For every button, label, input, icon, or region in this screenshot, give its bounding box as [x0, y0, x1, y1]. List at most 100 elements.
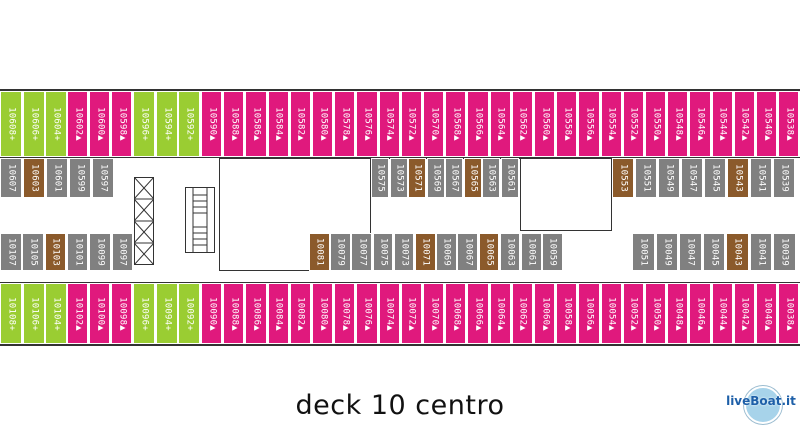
cabin-10088[interactable]: 10088▲	[223, 283, 245, 344]
cabin-10040[interactable]: 10040▲	[756, 283, 778, 344]
cabin-10576[interactable]: 10576▲	[356, 91, 378, 157]
cabin-10049[interactable]: 10049	[655, 233, 678, 271]
cabin-10604[interactable]: 10604+	[45, 91, 67, 157]
cabin-10072[interactable]: 10072▲	[400, 283, 422, 344]
cabin-10067[interactable]: 10067	[457, 233, 478, 271]
cabin-10094[interactable]: 10094+	[155, 283, 178, 344]
cabin-10063[interactable]: 10063	[499, 233, 521, 271]
cabin-10561[interactable]: 10561	[500, 158, 519, 198]
cabin-10594[interactable]: 10594+	[155, 91, 178, 157]
cabin-10564[interactable]: 10564▲	[489, 91, 511, 157]
cabin-10538[interactable]: 10538▲	[778, 91, 800, 157]
cabin-10084[interactable]: 10084▲	[267, 283, 289, 344]
cabin-10553[interactable]: 10553	[612, 158, 634, 198]
cabin-10569[interactable]: 10569	[426, 158, 445, 198]
cabin-10571[interactable]: 10571	[408, 158, 426, 198]
cabin-10099[interactable]: 10099	[89, 233, 111, 271]
cabin-10077[interactable]: 10077	[351, 233, 372, 271]
cabin-10064[interactable]: 10064▲	[489, 283, 511, 344]
cabin-10556[interactable]: 10556▲	[578, 91, 600, 157]
cabin-10045[interactable]: 10045	[702, 233, 725, 271]
cabin-10078[interactable]: 10078▲	[334, 283, 356, 344]
cabin-10588[interactable]: 10588▲	[223, 91, 245, 157]
cabin-10543[interactable]: 10543	[727, 158, 749, 198]
cabin-10105[interactable]: 10105	[22, 233, 44, 271]
cabin-10572[interactable]: 10572▲	[400, 91, 422, 157]
cabin-10100[interactable]: 10100▲	[89, 283, 111, 344]
cabin-10582[interactable]: 10582▲	[289, 91, 311, 157]
cabin-10586[interactable]: 10586▲	[245, 91, 267, 157]
cabin-10066[interactable]: 10066▲	[467, 283, 489, 344]
cabin-10547[interactable]: 10547	[681, 158, 703, 198]
cabin-10044[interactable]: 10044▲	[711, 283, 733, 344]
cabin-10070[interactable]: 10070▲	[423, 283, 445, 344]
cabin-10074[interactable]: 10074▲	[378, 283, 400, 344]
cabin-10096[interactable]: 10096+	[133, 283, 155, 344]
cabin-10549[interactable]: 10549	[658, 158, 680, 198]
cabin-10562[interactable]: 10562▲	[511, 91, 533, 157]
cabin-10601[interactable]: 10601	[46, 158, 68, 198]
cabin-10052[interactable]: 10052▲	[622, 283, 644, 344]
cabin-10596[interactable]: 10596+	[133, 91, 155, 157]
cabin-10603[interactable]: 10603	[23, 158, 45, 198]
cabin-10540[interactable]: 10540▲	[756, 91, 778, 157]
cabin-10058[interactable]: 10058▲	[556, 283, 578, 344]
cabin-10054[interactable]: 10054▲	[600, 283, 622, 344]
cabin-10558[interactable]: 10558▲	[556, 91, 578, 157]
cabin-10103[interactable]: 10103	[44, 233, 67, 271]
cabin-10061[interactable]: 10061	[521, 233, 542, 271]
cabin-10051[interactable]: 10051	[632, 233, 655, 271]
cabin-10062[interactable]: 10062▲	[511, 283, 533, 344]
cabin-10042[interactable]: 10042▲	[733, 283, 755, 344]
cabin-10539[interactable]: 10539	[773, 158, 795, 198]
cabin-10098[interactable]: 10098▲	[111, 283, 133, 344]
cabin-10565[interactable]: 10565	[463, 158, 482, 198]
cabin-10041[interactable]: 10041	[749, 233, 772, 271]
cabin-10090[interactable]: 10090▲	[201, 283, 223, 344]
cabin-10092[interactable]: 10092+	[178, 283, 200, 344]
cabin-10069[interactable]: 10069	[436, 233, 457, 271]
cabin-10552[interactable]: 10552▲	[622, 91, 644, 157]
cabin-10050[interactable]: 10050▲	[645, 283, 667, 344]
cabin-10602[interactable]: 10602▲	[67, 91, 89, 157]
cabin-10597[interactable]: 10597	[92, 158, 114, 198]
cabin-10608[interactable]: 10608+	[0, 91, 22, 157]
cabin-10573[interactable]: 10573	[389, 158, 408, 198]
cabin-10545[interactable]: 10545	[704, 158, 726, 198]
cabin-10568[interactable]: 10568▲	[445, 91, 467, 157]
cabin-10081[interactable]: 10081	[309, 233, 330, 271]
cabin-10550[interactable]: 10550▲	[645, 91, 667, 157]
cabin-10097[interactable]: 10097	[111, 233, 133, 271]
cabin-10046[interactable]: 10046▲	[689, 283, 711, 344]
cabin-10071[interactable]: 10071	[415, 233, 436, 271]
cabin-10065[interactable]: 10065	[478, 233, 500, 271]
cabin-10554[interactable]: 10554▲	[600, 91, 622, 157]
cabin-10048[interactable]: 10048▲	[667, 283, 689, 344]
cabin-10038[interactable]: 10038▲	[778, 283, 800, 344]
cabin-10076[interactable]: 10076▲	[356, 283, 378, 344]
cabin-10068[interactable]: 10068▲	[445, 283, 467, 344]
cabin-10541[interactable]: 10541	[750, 158, 772, 198]
cabin-10584[interactable]: 10584▲	[267, 91, 289, 157]
cabin-10073[interactable]: 10073	[393, 233, 415, 271]
cabin-10590[interactable]: 10590▲	[201, 91, 223, 157]
cabin-10544[interactable]: 10544▲	[711, 91, 733, 157]
cabin-10082[interactable]: 10082▲	[289, 283, 311, 344]
cabin-10039[interactable]: 10039	[773, 233, 796, 271]
cabin-10542[interactable]: 10542▲	[733, 91, 755, 157]
cabin-10575[interactable]: 10575	[371, 158, 389, 198]
cabin-10566[interactable]: 10566▲	[467, 91, 489, 157]
cabin-10106[interactable]: 10106+	[22, 283, 45, 344]
cabin-10108[interactable]: 10108+	[0, 283, 22, 344]
cabin-10600[interactable]: 10600▲	[89, 91, 111, 157]
cabin-10560[interactable]: 10560▲	[534, 91, 556, 157]
cabin-10580[interactable]: 10580▲	[312, 91, 334, 157]
cabin-10546[interactable]: 10546▲	[689, 91, 711, 157]
cabin-10607[interactable]: 10607	[0, 158, 22, 198]
cabin-10598[interactable]: 10598▲	[111, 91, 133, 157]
cabin-10075[interactable]: 10075	[372, 233, 394, 271]
cabin-10567[interactable]: 10567	[445, 158, 463, 198]
cabin-10574[interactable]: 10574▲	[378, 91, 400, 157]
cabin-10107[interactable]: 10107	[0, 233, 22, 271]
cabin-10570[interactable]: 10570▲	[423, 91, 445, 157]
